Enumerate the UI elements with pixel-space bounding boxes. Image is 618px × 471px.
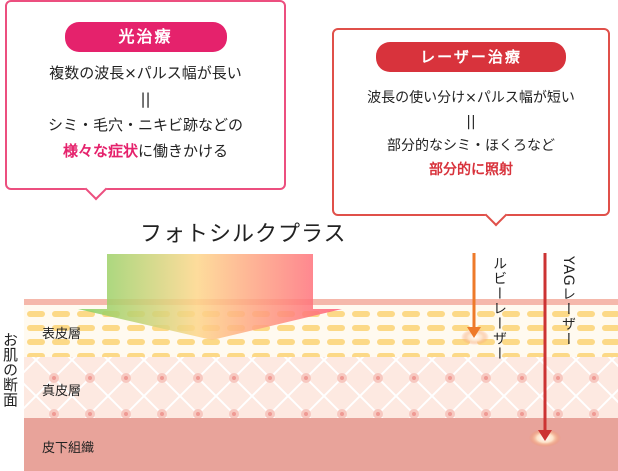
laser-line: 部分的なシミ・ほくろなど (387, 138, 555, 154)
laser-callout: レーザー治療 波長の使い分け×パルス幅が短い || 部分的なシミ・ほくろなど 部… (332, 28, 610, 216)
dermis-label: 真皮層 (42, 384, 82, 399)
ipl-badge: 光治療 (64, 22, 227, 52)
yag-laser-label: YAGレーザー (560, 256, 576, 347)
ipl-line: || (140, 90, 151, 108)
yag-laser-arrowhead (538, 430, 552, 441)
epidermis-label: 表皮層 (42, 327, 82, 342)
dermis-layer (24, 357, 618, 418)
ruby-laser-arrowhead (467, 327, 481, 338)
ipl-line: 様々な症状に働きかける (7, 138, 284, 164)
subcutaneous-label: 皮下組織 (42, 441, 95, 456)
ipl-callout: 光治療 複数の波長×パルス幅が長い || シミ・毛穴・ニキビ跡などの 様々な症状… (5, 0, 286, 190)
ipl-gradient-arrow (78, 254, 342, 340)
skin-surface (24, 299, 618, 305)
ipl-highlight: 様々な症状 (62, 142, 138, 160)
laser-badge: レーザー治療 (376, 42, 566, 72)
ipl-line: 複数の波長×パルス幅が長い (49, 64, 242, 82)
ipl-text: 複数の波長×パルス幅が長い || シミ・毛穴・ニキビ跡などの 様々な症状に働きか… (7, 60, 284, 164)
laser-line: || (466, 114, 476, 130)
laser-highlight: 部分的に照射 (429, 162, 513, 178)
ipl-line-suffix: に働きかける (138, 142, 229, 160)
skin-cross-section-caption: お肌の断面 (1, 332, 19, 407)
device-title: フォトシルクプラス (140, 222, 347, 247)
ruby-laser-glow (461, 329, 489, 345)
ruby-laser-label: ルビーレーザー (491, 256, 507, 361)
laser-line: 波長の使い分け×パルス幅が短い (367, 90, 575, 106)
laser-text: 波長の使い分け×パルス幅が短い || 部分的なシミ・ほくろなど 部分的に照射 (334, 86, 608, 182)
subcutaneous-layer (24, 418, 618, 471)
ipl-line: シミ・毛穴・ニキビ跡などの (47, 116, 243, 134)
